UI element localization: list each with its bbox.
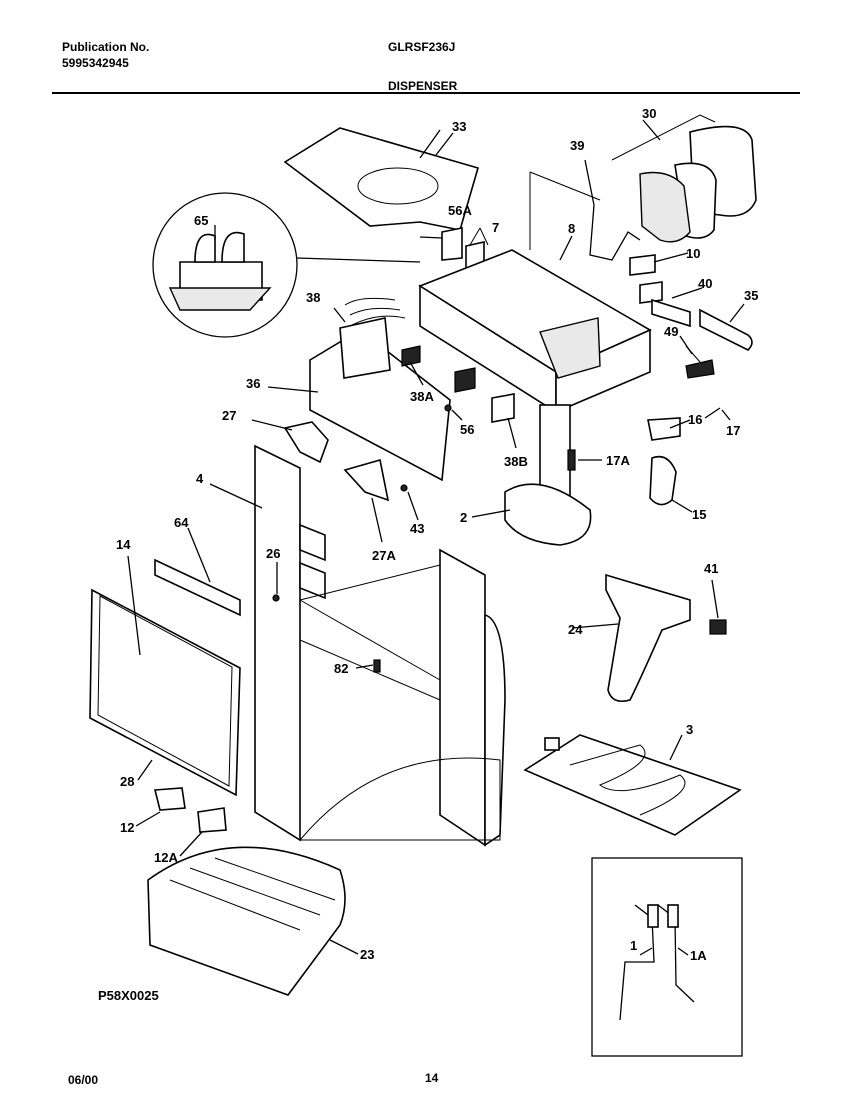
label-82: 82 <box>334 661 348 676</box>
label-10: 10 <box>686 246 700 261</box>
label-23: 23 <box>360 947 374 962</box>
inset-wiring-detail <box>591 857 743 1057</box>
label-56a: 56A <box>448 203 472 218</box>
part-2-ice-chute <box>504 404 592 546</box>
part-39-wire <box>584 159 641 261</box>
label-39: 39 <box>570 138 584 153</box>
part-27-brackets <box>283 421 408 502</box>
leader-lines <box>127 119 745 956</box>
label-40: 40 <box>698 276 712 291</box>
label-4: 4 <box>196 471 204 486</box>
part-36-38-control-board <box>309 297 515 482</box>
label-64: 64 <box>174 515 189 530</box>
label-56: 56 <box>460 422 474 437</box>
part-30-lens-assembly <box>611 114 757 243</box>
label-35: 35 <box>744 288 758 303</box>
label-7: 7 <box>492 220 499 235</box>
label-41: 41 <box>704 561 718 576</box>
label-24: 24 <box>568 622 583 637</box>
label-1a: 1A <box>690 948 707 963</box>
label-14: 14 <box>116 537 131 552</box>
label-2: 2 <box>460 510 467 525</box>
section-title: DISPENSER <box>388 79 458 93</box>
publication-number: 5995342945 <box>62 56 129 70</box>
part-23-drip-tray <box>147 846 346 996</box>
label-43: 43 <box>410 521 424 536</box>
part-10-40-35-49-lamp-parts <box>629 254 753 379</box>
label-1: 1 <box>630 938 637 953</box>
header-rule <box>52 92 800 94</box>
label-36: 36 <box>246 376 260 391</box>
label-8: 8 <box>568 221 575 236</box>
label-12: 12 <box>120 820 134 835</box>
label-27a: 27A <box>372 548 396 563</box>
label-17: 17 <box>726 423 740 438</box>
label-33: 33 <box>452 119 466 134</box>
label-28: 28 <box>120 774 134 789</box>
label-38: 38 <box>306 290 320 305</box>
footer-date: 06/00 <box>68 1073 99 1087</box>
label-38b: 38B <box>504 454 528 469</box>
label-30: 30 <box>642 106 656 121</box>
part-8-dispenser-housing <box>418 171 652 414</box>
label-12a: 12A <box>154 850 178 865</box>
label-17a: 17A <box>606 453 630 468</box>
part-4-left-panel <box>254 444 326 842</box>
label-27: 27 <box>222 408 236 423</box>
part-24-41-actuator <box>605 573 727 703</box>
label-15: 15 <box>692 507 706 522</box>
part-26-82-screws <box>272 594 381 673</box>
label-16: 16 <box>688 412 702 427</box>
drawing-code: P58X0025 <box>98 988 159 1003</box>
label-65: 65 <box>194 213 208 228</box>
part-65-transformer-detail <box>152 192 421 338</box>
label-49: 49 <box>664 324 678 339</box>
part-12-clips <box>153 787 227 833</box>
part-right-post-and-tank <box>298 548 506 847</box>
part-3-heater-plate <box>523 734 742 836</box>
label-38a: 38A <box>410 389 434 404</box>
part-14-28-64-panels <box>89 558 241 797</box>
model-number: GLRSF236J <box>388 40 456 54</box>
label-26: 26 <box>266 546 280 561</box>
label-3: 3 <box>686 722 693 737</box>
page-number: 14 <box>425 1071 439 1085</box>
publication-label: Publication No. <box>62 40 150 54</box>
